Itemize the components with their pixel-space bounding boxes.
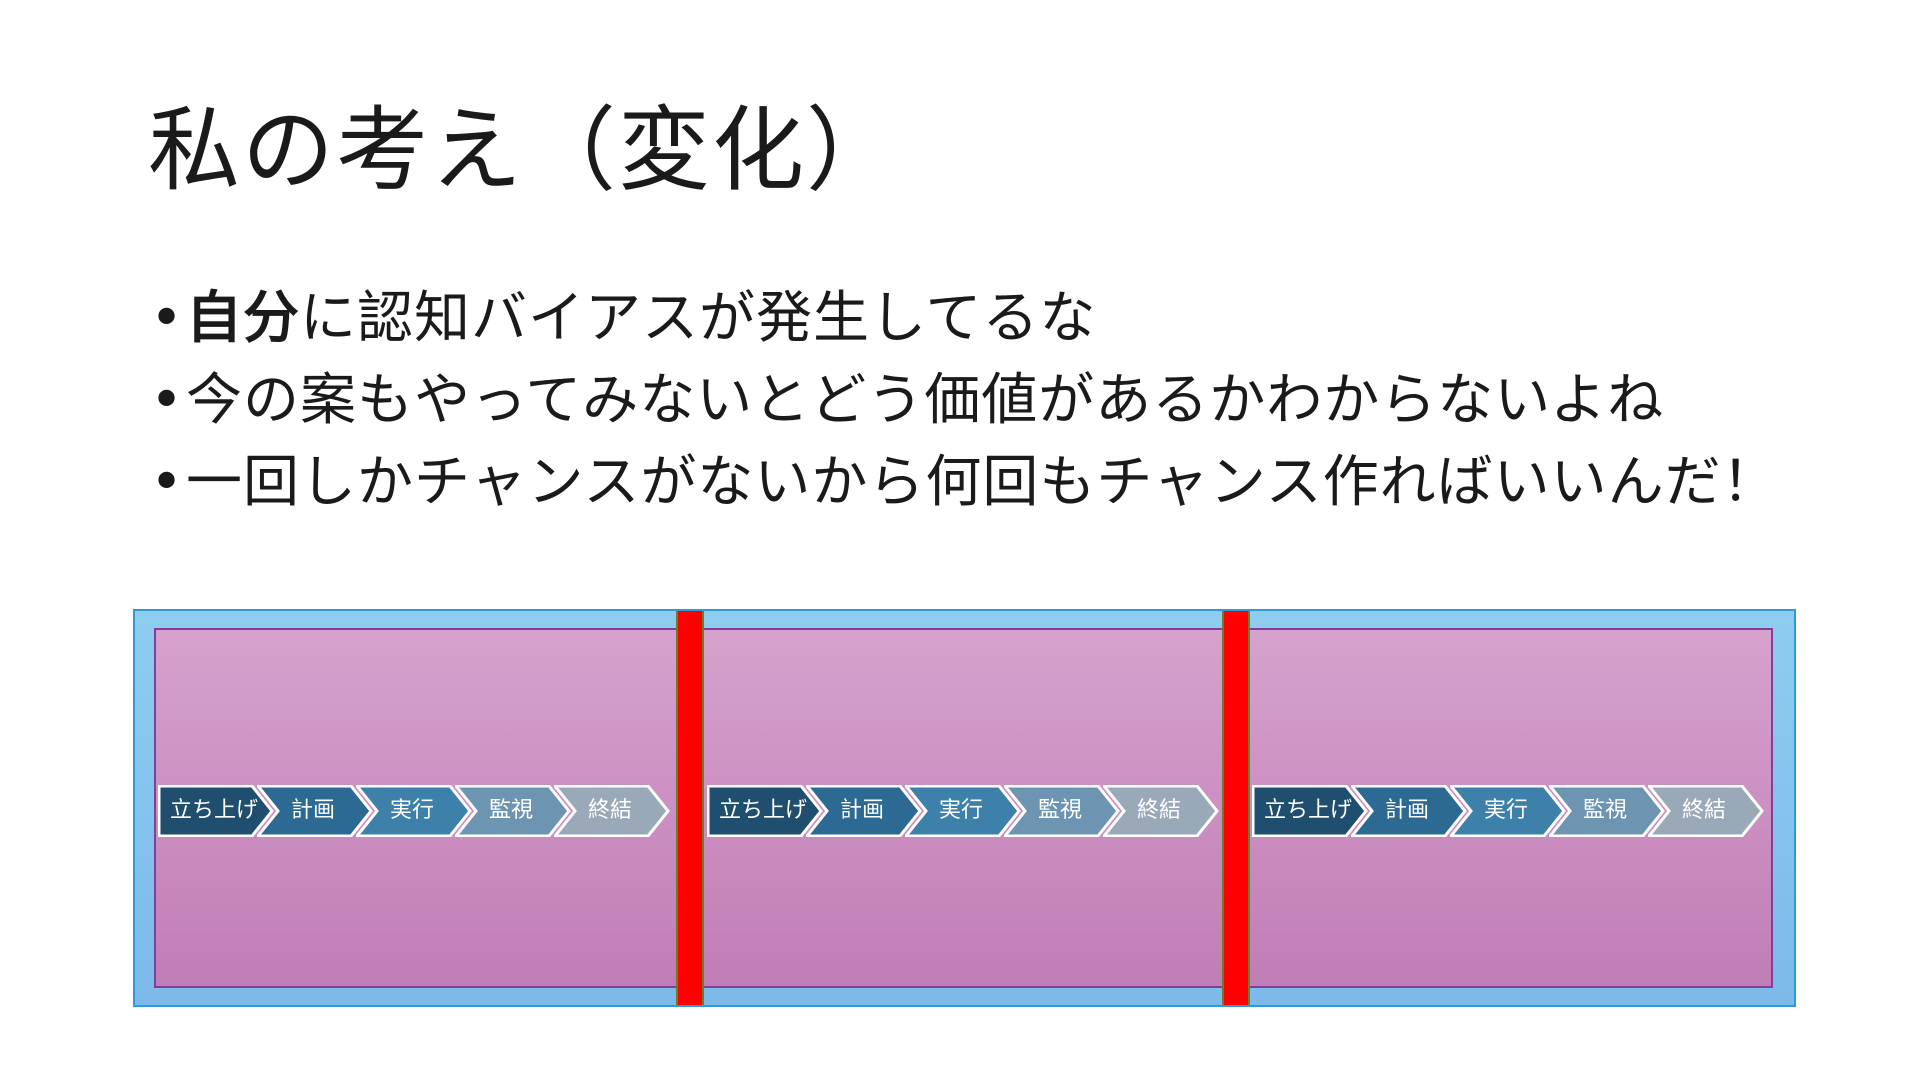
bullet-dot-icon: • (150, 450, 185, 515)
chevron-shape (707, 785, 823, 837)
chevron-shape (1004, 785, 1120, 837)
process-step-label: 終結 (1681, 798, 1726, 823)
iteration-divider (1222, 611, 1250, 1005)
chevron-shape (1648, 785, 1764, 837)
chevron-shape (356, 785, 472, 837)
process-step: 終結 (554, 785, 672, 837)
bullet-bold-text: 自分 (186, 286, 300, 351)
process-step-label: 計画 (839, 798, 884, 823)
bullet-item: •一回しかチャンスがないから何回もチャンス作ればいいんだ！ (148, 442, 1779, 524)
process-step: 監視 (1549, 785, 1667, 837)
process-step-label: 監視 (1037, 798, 1082, 823)
bullet-list: •自分に認知バイアスが発生してるな •今の案もやってみないとどう価値があるかわか… (148, 278, 1779, 524)
bullet-item: •自分に認知バイアスが発生してるな (148, 278, 1779, 360)
process-step: 計画 (806, 785, 924, 837)
chevron-shape (1450, 785, 1566, 837)
process-step: 実行 (905, 785, 1023, 837)
process-step-label: 実行 (1483, 798, 1528, 823)
process-step-label: 計画 (290, 798, 335, 823)
chevron-shape (455, 785, 571, 837)
process-step-label: 立ち上げ (1263, 798, 1352, 823)
process-step-label: 実行 (938, 798, 983, 823)
bullet-dot-icon: • (150, 286, 185, 351)
chevron-shape (257, 785, 373, 837)
process-step: 計画 (1351, 785, 1469, 837)
process-step: 監視 (455, 785, 573, 837)
process-step: 実行 (1450, 785, 1568, 837)
bullet-dot-icon: • (150, 368, 185, 433)
process-step-label: 監視 (1582, 798, 1627, 823)
process-step-label: 実行 (389, 798, 434, 823)
process-step: 終結 (1103, 785, 1221, 837)
bullet-text: 今の案もやってみないとどう価値があるかわからないよね (186, 368, 1665, 433)
process-step-label: 監視 (488, 798, 533, 823)
process-step-label: 立ち上げ (718, 798, 807, 823)
process-step: 監視 (1004, 785, 1122, 837)
chevron-shape (158, 785, 274, 837)
process-step: 終結 (1648, 785, 1766, 837)
chevron-shape (806, 785, 922, 837)
process-step: 計画 (257, 785, 375, 837)
chevron-shape (554, 785, 670, 837)
chevron-shape (905, 785, 1021, 837)
chevron-shape (1103, 785, 1219, 837)
process-step-label: 立ち上げ (169, 798, 258, 823)
process-step: 実行 (356, 785, 474, 837)
slide-title: 私の考え（変化） (148, 97, 901, 204)
process-step: 立ち上げ (707, 785, 825, 837)
process-step: 立ち上げ (1252, 785, 1370, 837)
chevron-shape (1351, 785, 1467, 837)
chevron-shape (1549, 785, 1665, 837)
iteration-diagram: 立ち上げ 計画 実行 監視 終結 立ち上げ 計画 実行 監視 終結 立ち上げ 計画 実行 監視 終結 (133, 609, 1796, 1007)
process-step-label: 終結 (1136, 798, 1181, 823)
iteration-divider (676, 611, 704, 1005)
process-step-label: 終結 (587, 798, 632, 823)
bullet-item: •今の案もやってみないとどう価値があるかわからないよね (148, 360, 1779, 442)
chevron-shape (1252, 785, 1368, 837)
process-step: 立ち上げ (158, 785, 276, 837)
bullet-text: に認知バイアスが発生してるな (300, 286, 1097, 351)
process-step-label: 計画 (1384, 798, 1429, 823)
bullet-text: 一回しかチャンスがないから何回もチャンス作ればいいんだ！ (186, 450, 1779, 515)
